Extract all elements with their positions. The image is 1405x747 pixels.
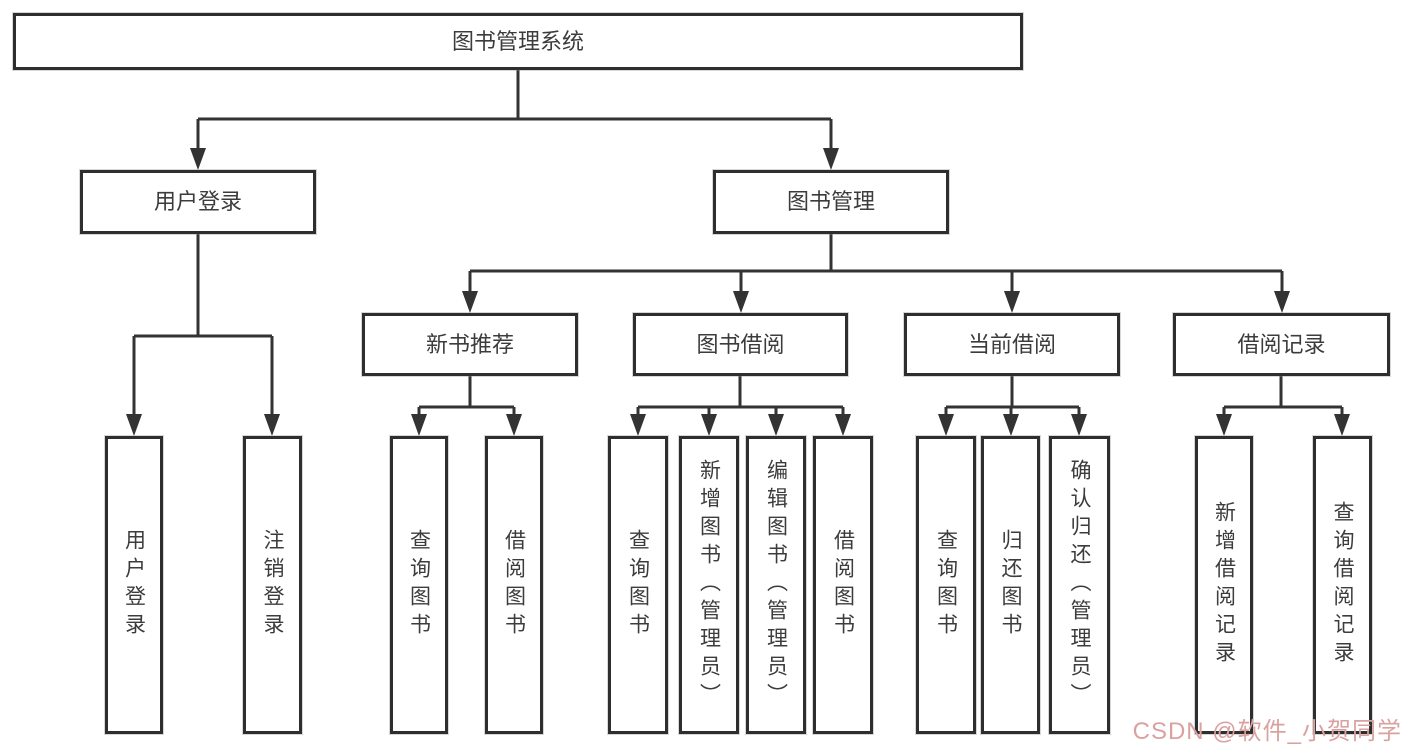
node-library-management-system: 图书管理系统: [13, 13, 1023, 70]
tree-edges: [132, 70, 1344, 418]
leaf-cb-query-books: 查询图书: [916, 436, 976, 734]
leaf-cb-return-books: 归还图书: [981, 436, 1040, 734]
node-new-book-recommendation: 新书推荐: [362, 313, 578, 376]
leaf-br-query-record: 查询借阅记录: [1313, 436, 1372, 734]
leaf-br-add-record: 新增借阅记录: [1195, 436, 1253, 734]
leaf-user-login: 用户登录: [105, 436, 163, 734]
leaf-bb-query-books: 查询图书: [608, 436, 668, 734]
csdn-watermark: CSDN @软件_小贺同学: [1132, 718, 1402, 745]
node-book-management: 图书管理: [713, 170, 949, 234]
leaf-nbr-query-books: 查询图书: [390, 436, 448, 734]
leaf-bb-add-books-admin: 新增图书（管理员）: [679, 436, 739, 734]
node-borrowing-records: 借阅记录: [1173, 313, 1390, 376]
node-user-login: 用户登录: [80, 170, 316, 234]
node-book-borrowing: 图书借阅: [633, 313, 848, 376]
leaf-nbr-borrow-books: 借阅图书: [485, 436, 543, 734]
arrowheads: [126, 148, 1350, 436]
leaf-logout: 注销登录: [243, 436, 302, 734]
leaf-bb-borrow-books: 借阅图书: [813, 436, 873, 734]
node-current-borrowing: 当前借阅: [904, 313, 1120, 376]
leaf-cb-confirm-return-admin: 确认归还（管理员）: [1049, 436, 1110, 734]
leaf-bb-edit-books-admin: 编辑图书（管理员）: [746, 436, 806, 734]
